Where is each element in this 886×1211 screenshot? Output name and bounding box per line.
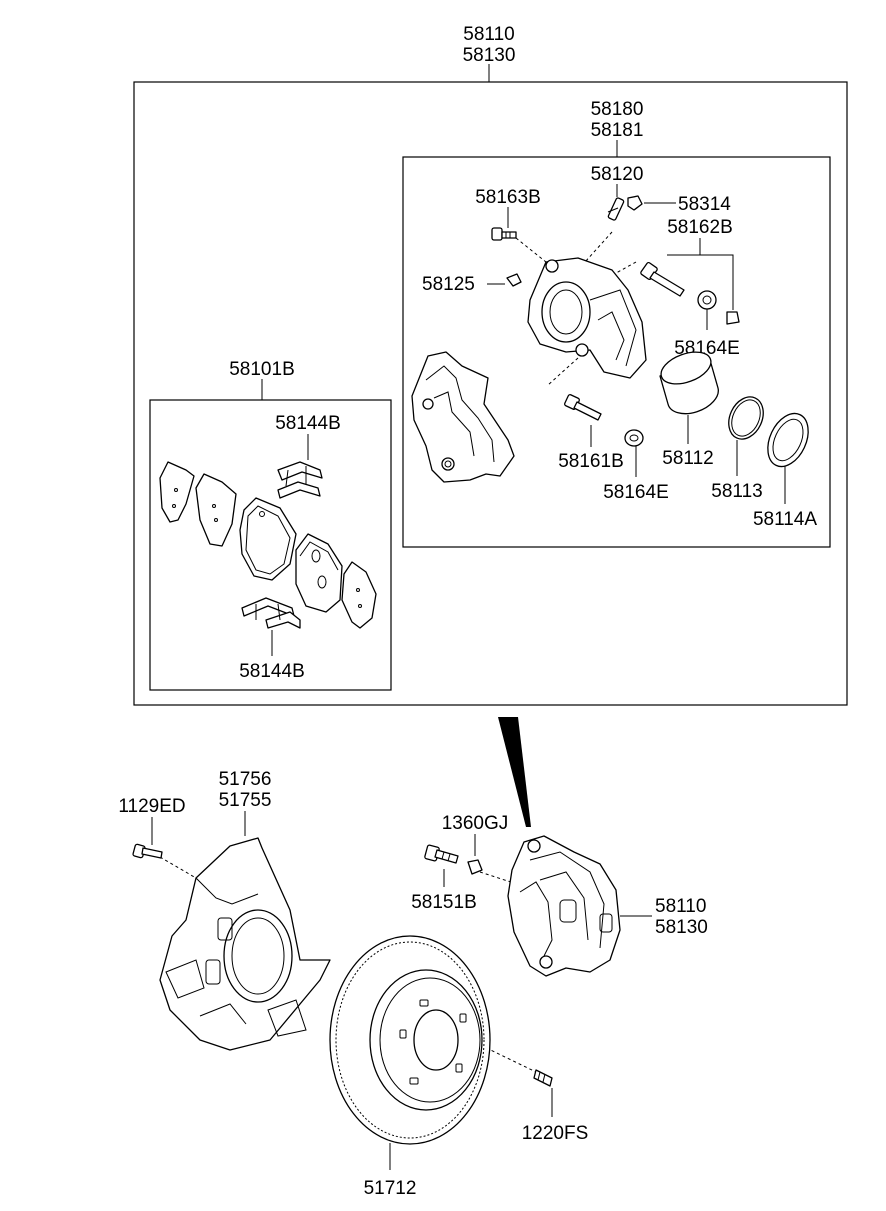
label-pad-kit: 58101B bbox=[229, 359, 295, 380]
spring-clip-bottom bbox=[241, 597, 301, 629]
caliper-assembly-58110 bbox=[507, 835, 621, 977]
label-washer: 1360GJ bbox=[442, 813, 509, 834]
pad-shim-left-2 bbox=[195, 473, 237, 547]
label-dust-cover-2: 51755 bbox=[219, 790, 272, 811]
guide-bolt-58161b bbox=[564, 394, 602, 421]
label-boot-lower: 58164E bbox=[603, 482, 669, 503]
label-bleeder: 58120 bbox=[591, 164, 644, 185]
caliper-body bbox=[527, 257, 647, 379]
dust-cover-51756 bbox=[159, 837, 331, 1051]
spring-clip-top bbox=[277, 461, 323, 499]
label-cover-bolt: 1129ED bbox=[118, 796, 185, 817]
pad-shim-right bbox=[341, 561, 377, 629]
label-seal: 58113 bbox=[711, 481, 762, 502]
guide-pin-58162b bbox=[640, 261, 685, 297]
boot-58164e-lower bbox=[624, 429, 644, 447]
label-guide-bolt: 58161B bbox=[558, 451, 624, 472]
label-dust-cover-1: 51756 bbox=[219, 769, 272, 790]
bolt-58163b bbox=[491, 227, 517, 241]
piston-58112 bbox=[659, 351, 719, 415]
label-disc: 51712 bbox=[364, 1178, 417, 1199]
bolt-1129ed bbox=[132, 843, 163, 859]
label-guide-pin: 58162B bbox=[667, 217, 733, 238]
label-caliper-1: 58180 bbox=[591, 99, 644, 120]
label-mount-bolt: 58151B bbox=[411, 892, 477, 913]
label-piston: 58112 bbox=[662, 448, 713, 469]
label-assy-top-2: 58130 bbox=[463, 45, 516, 66]
screw-1220fs bbox=[533, 1069, 553, 1087]
label-bleeder-cap: 58314 bbox=[678, 194, 731, 215]
label-caliper-2: 58181 bbox=[591, 120, 644, 141]
pad-kit-frame bbox=[149, 399, 392, 691]
bleeder-58120 bbox=[607, 197, 625, 221]
label-spring-top: 58144B bbox=[275, 413, 341, 434]
caliper-bracket bbox=[411, 351, 515, 483]
label-bolt-upper: 58163B bbox=[475, 187, 541, 208]
brake-pad-outer bbox=[295, 533, 343, 613]
pad-shim-left bbox=[159, 461, 195, 523]
boot-58164e-upper bbox=[697, 290, 717, 310]
label-assy-top-1: 58110 bbox=[463, 24, 514, 45]
label-assy-side-1: 58110 bbox=[655, 896, 706, 917]
label-piston-boot: 58114A bbox=[753, 509, 817, 530]
cap-58314 bbox=[627, 195, 643, 211]
label-cap-58125: 58125 bbox=[422, 274, 475, 295]
label-spring-bottom: 58144B bbox=[239, 661, 305, 682]
bolt-58151b bbox=[424, 844, 459, 864]
label-disc-screw: 1220FS bbox=[522, 1123, 589, 1144]
assembly-frame bbox=[133, 81, 848, 706]
cap-58125 bbox=[506, 273, 522, 287]
piston-boot-58114a bbox=[767, 412, 809, 468]
label-assy-side-2: 58130 bbox=[655, 917, 708, 938]
washer-1360gj bbox=[467, 859, 483, 875]
brake-disc-51712 bbox=[329, 935, 491, 1145]
pointer-arrow bbox=[498, 717, 531, 827]
small-cap-right bbox=[726, 311, 740, 325]
brake-pad-inner bbox=[239, 497, 297, 581]
seal-58113 bbox=[728, 396, 764, 440]
